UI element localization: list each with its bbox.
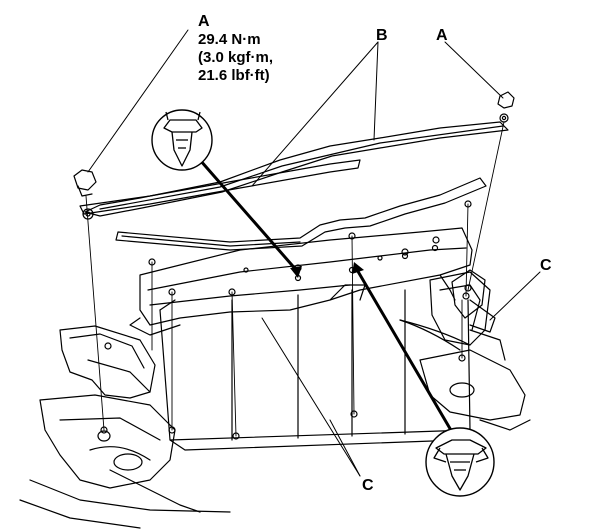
radiator-panel <box>159 289 471 451</box>
upper-frame <box>129 227 473 336</box>
torque-spec-line1: 29.4 N·m <box>198 31 261 48</box>
body-structure-left <box>19 325 231 529</box>
seal-strip-lower <box>115 177 487 251</box>
body-structure-right <box>399 271 531 431</box>
label-c-bottom: C <box>362 477 374 494</box>
label-a-right: A <box>436 27 448 44</box>
reference-lines <box>85 121 505 437</box>
detail-pointers <box>198 158 454 434</box>
callout-labels: A 29.4 N·m (3.0 kgf·m, 21.6 lbf·ft) B A … <box>198 13 552 494</box>
bolt-left <box>73 169 97 220</box>
label-b: B <box>376 27 388 44</box>
bracket-right <box>451 269 496 333</box>
seal-strip-top <box>84 121 509 217</box>
torque-spec-line2: (3.0 kgf·m, <box>198 49 273 66</box>
bolt-right <box>497 91 515 123</box>
label-c-right: C <box>540 257 552 274</box>
clip-markers <box>100 200 472 440</box>
clip-detail-icon <box>425 427 495 497</box>
torque-spec-line3: 21.6 lbf·ft) <box>198 67 270 84</box>
clip-detail-icon <box>151 109 213 171</box>
leader-lines <box>87 29 541 477</box>
label-a-left: A <box>198 13 210 30</box>
seal-strip-middle <box>79 159 361 215</box>
